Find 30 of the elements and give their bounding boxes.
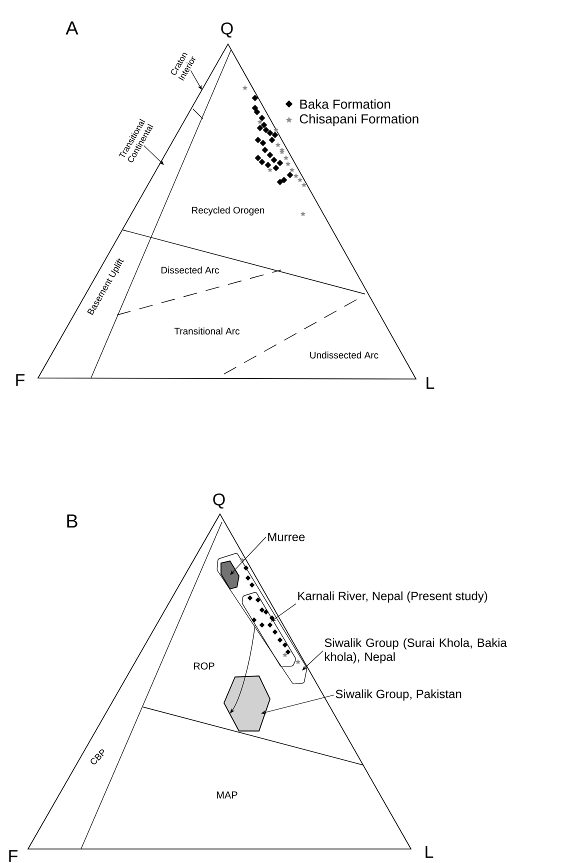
label-text: Q (213, 493, 225, 509)
label-text: F (9, 850, 18, 862)
label-text: F (16, 374, 25, 386)
label-text: B (67, 514, 78, 528)
label-text: L (426, 377, 434, 389)
label-text: Recycled Orogen (192, 206, 264, 216)
label-text: Siwalik Group (Surai Khola, Bakia khola), Nepal (324, 638, 507, 664)
field-outline (242, 592, 296, 668)
label-text: Q (221, 22, 233, 38)
label-text: Undissected Arc (310, 352, 378, 358)
label-text: Transitional Arc (174, 328, 240, 334)
arrow (271, 604, 296, 622)
arrow (230, 625, 256, 714)
label-text: Siwalik Group, Pakistan (336, 689, 462, 701)
label-text: MAP (216, 792, 238, 798)
arrow (261, 694, 334, 714)
leader-line (190, 70, 202, 90)
label-text: A (66, 21, 78, 35)
leader-line (144, 145, 164, 165)
label-text: Dissected Arc (161, 266, 220, 274)
label-text: Karnali River, Nepal (Present study) (298, 591, 488, 603)
label-text: ROP (194, 662, 214, 670)
legend-text: Baka Formation (300, 99, 390, 109)
legend-text: Chisapani Formation (300, 114, 418, 126)
arrow (230, 536, 266, 575)
label-text: L (426, 846, 434, 858)
field-hexagon (220, 560, 240, 590)
arrow (302, 650, 324, 670)
label-text: Murree (268, 532, 305, 542)
field-hexagon (224, 676, 270, 732)
